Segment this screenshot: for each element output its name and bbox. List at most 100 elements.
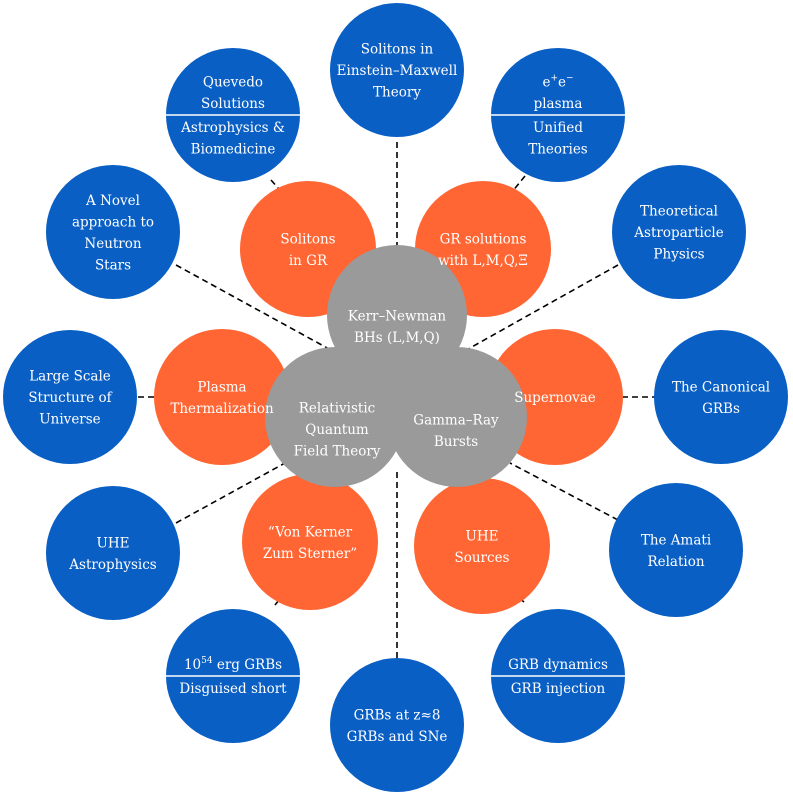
outer-topic-line: Astrophysics	[68, 557, 156, 573]
middle-topic-circle	[154, 329, 290, 465]
core-topic-circle	[265, 347, 405, 487]
outer-topic-line: Neutron	[84, 236, 142, 252]
middle-topic-node	[242, 474, 378, 610]
core-topic-node	[327, 245, 467, 385]
outer-topic-line: GRBs and SNe	[347, 729, 448, 745]
middle-topic-line: “Von Kerner	[268, 524, 353, 540]
middle-topic-label: Solitons in GR	[280, 231, 335, 269]
middle-topic-line: Supernovae	[514, 390, 596, 406]
outer-topic-line: Stars	[95, 257, 131, 273]
core-topic-line: Quantum	[305, 422, 369, 438]
outer-topic-line: GRBs	[702, 401, 740, 417]
outer-topic-circle	[46, 165, 180, 299]
middle-topic-node	[154, 329, 290, 465]
outer-topic-bottom-line: GRB injection	[511, 681, 606, 697]
outer-topic-line: Large Scale	[29, 369, 111, 385]
middle-topic-line: Sources	[454, 550, 509, 566]
outer-topic-bottom-line: Theories	[528, 142, 588, 158]
core-topic-line: Field Theory	[294, 444, 381, 460]
core-topic-circle	[387, 347, 527, 487]
dashed-connector	[274, 589, 288, 606]
outer-topic-node: UHE Astrophysics	[46, 486, 180, 620]
middle-topic-line: in GR	[289, 253, 328, 269]
outer-topic-circle	[654, 330, 788, 464]
outer-topic-top-line: e+e−	[542, 74, 573, 91]
core-topic-line: BHs (L,M,Q)	[354, 330, 440, 346]
outer-topic-line: Solitons in	[361, 42, 434, 58]
outer-topic-top-line: Quevedo	[203, 75, 263, 91]
dashed-connector	[175, 462, 286, 524]
dashed-connector	[444, 264, 619, 363]
outer-topic-line: The Amati	[641, 532, 712, 548]
middle-topic-node	[414, 478, 550, 614]
core-topic-line: Gamma–Ray	[413, 412, 499, 428]
middle-topic-label: UHE Sources	[454, 528, 509, 566]
outer-topic-circle	[330, 3, 464, 137]
outer-topic-line: Physics	[653, 247, 704, 263]
outer-topic-top-line: GRB dynamics	[508, 657, 608, 673]
outer-topic-line: The Canonical	[672, 379, 770, 395]
outer-topic-line: Relation	[647, 554, 704, 570]
outer-topic-bottom-line: Biomedicine	[191, 142, 276, 158]
middle-topic-circle	[414, 478, 550, 614]
core-topic-node	[265, 347, 405, 487]
middle-topic-circle	[242, 474, 378, 610]
middle-topic-line: GR solutions	[440, 231, 527, 247]
core-topic-line: Kerr–Newman	[348, 308, 447, 324]
outer-topic-line: Structure of	[28, 390, 112, 406]
middle-topic-label: GR solutions with L,M,Q,Ξ	[438, 231, 528, 269]
core-topic-line: Bursts	[434, 434, 478, 450]
middle-topic-label: Supernovae	[514, 390, 596, 406]
middle-topic-line: Solitons	[280, 231, 335, 247]
outer-topic-circle	[609, 483, 743, 617]
outer-topic-top-line: Solutions	[201, 96, 265, 112]
dashed-connector	[175, 264, 341, 356]
core-topic-line: Relativistic	[299, 401, 375, 417]
outer-topic-top-line: plasma	[534, 96, 583, 112]
outer-topic-line: UHE	[96, 535, 129, 551]
core-topic-circle	[327, 245, 467, 385]
outer-topic-circle	[330, 658, 464, 792]
outer-topic-circle	[3, 330, 137, 464]
outer-topic-bottom-line: Unified	[533, 120, 583, 136]
middle-topic-line: Zum Sterner”	[263, 546, 357, 562]
outer-topic-line: GRBs at z≈8	[354, 707, 441, 723]
middle-topic-line: UHE	[465, 528, 498, 544]
core-topic-node	[387, 347, 527, 487]
outer-topic-line: Universe	[39, 412, 100, 428]
middle-topic-line: Thermalization	[170, 401, 274, 417]
outer-topic-line: Einstein–Maxwell	[337, 63, 458, 79]
outer-topic-line: A Novel	[85, 193, 140, 209]
outer-topic-line: Theoretical	[640, 204, 718, 220]
connector-lines	[138, 142, 655, 658]
middle-topic-line: with L,M,Q,Ξ	[438, 253, 528, 269]
outer-topic-bottom-line: Disguised short	[179, 681, 287, 697]
dashed-connector	[509, 462, 619, 521]
dashed-connector	[511, 175, 526, 193]
outer-topic-line: approach to	[72, 214, 154, 230]
outer-topic-top-line: 1054 erg GRBs	[184, 656, 282, 673]
outer-topic-circle	[612, 165, 746, 299]
outer-topic-line: Astroparticle	[633, 225, 723, 241]
middle-topic-line: Plasma	[197, 379, 246, 395]
outer-topic-line: Theory	[373, 85, 421, 101]
outer-topic-bottom-line: Astrophysics &	[180, 120, 285, 136]
outer-topic-circle	[46, 486, 180, 620]
